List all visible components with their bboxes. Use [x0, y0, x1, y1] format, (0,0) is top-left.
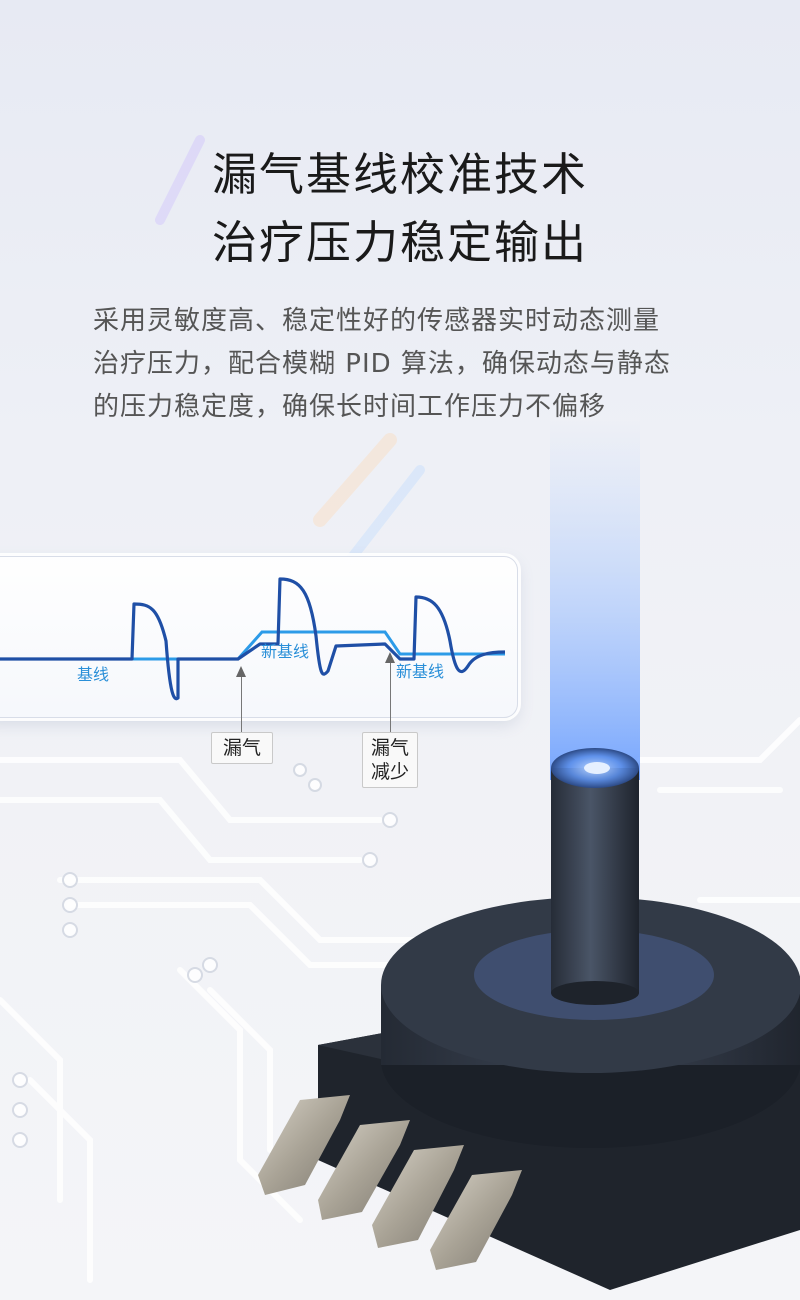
- baseline-label: 基线: [77, 665, 109, 684]
- description-line-3: 的压力稳定度，确保长时间工作压力不偏移: [93, 392, 607, 422]
- light-streaks: [155, 135, 425, 565]
- callout-leak: 漏气: [211, 732, 273, 764]
- baseline-waveform-diagram: 基线 新基线 新基线: [0, 577, 506, 701]
- description: 采用灵敏度高、稳定性好的传感器实时动态测量 治疗压力，配合模糊 PID 算法，确…: [93, 300, 733, 429]
- page-title-line-1: 漏气基线校准技术: [211, 148, 588, 201]
- new-baseline-label-2: 新基线: [396, 662, 444, 681]
- callout-pointer-line: [390, 663, 391, 733]
- baseline-trace: [0, 630, 505, 661]
- new-baseline-label-1: 新基线: [261, 642, 309, 661]
- callout-leak-reduce-text-1: 漏气: [370, 737, 409, 759]
- arrow-up-icon: [236, 666, 246, 677]
- callout-leak-reduce: 漏气 减少: [362, 732, 418, 788]
- description-line-1: 采用灵敏度高、稳定性好的传感器实时动态测量: [93, 306, 661, 336]
- description-line-2: 治疗压力，配合模糊 PID 算法，确保动态与静态: [93, 349, 671, 379]
- pressure-sensor-illustration: [258, 748, 800, 1290]
- page-title-line-2: 治疗压力稳定输出: [211, 216, 588, 269]
- light-beam: [550, 420, 640, 780]
- callout-pointer-line: [241, 677, 242, 733]
- arrow-up-icon: [385, 652, 395, 663]
- callout-leak-reduce-text-2: 减少: [370, 761, 409, 783]
- callout-leak-text: 漏气: [222, 737, 261, 759]
- circuit-pads: [12, 763, 398, 1148]
- waveform-trace: [0, 577, 506, 701]
